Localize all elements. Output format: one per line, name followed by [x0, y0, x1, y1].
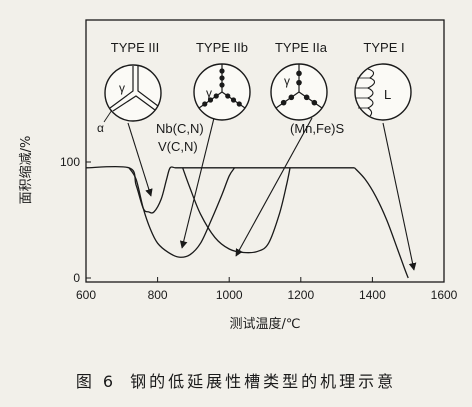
type-iia-label: TYPE IIa [275, 40, 328, 55]
precipitate-dot [236, 101, 242, 107]
precipitate-dot [219, 75, 225, 81]
nbcn-label: Nb(C,N) [156, 121, 204, 136]
precipitate-dot [303, 94, 310, 101]
arrow-type-iii [127, 122, 153, 197]
curve-type-iia [182, 167, 291, 254]
grain-circle-type-iia: γ [270, 63, 328, 121]
y-tick-label: 0 [73, 271, 80, 285]
precipitate-dot [202, 101, 208, 107]
x-axis-label: 测试温度/℃ [230, 316, 301, 332]
type-iib-label: TYPE IIb [196, 40, 248, 55]
y-axis-label: 面积缩减/% [18, 136, 34, 205]
alpha-label: α [97, 121, 104, 135]
curve-type-iib [128, 167, 236, 258]
arrow-type-iib [179, 117, 215, 249]
x-axis-ticks: 600 800 1000 1200 1400 1600 [76, 277, 458, 302]
vcn-label: V(C,N) [158, 139, 198, 154]
figure-caption: 图 6 钢的低延展性槽类型的机理示意 [0, 368, 472, 392]
x-tick-label: 800 [148, 288, 168, 302]
precipitate-dot [311, 99, 318, 106]
x-tick-label: 600 [76, 288, 96, 302]
arrows [127, 117, 417, 271]
precipitate-dot [207, 97, 214, 103]
y-tick-label: 100 [60, 155, 80, 169]
caption-label: 图 6 [75, 372, 117, 391]
plot-frame [85, 19, 445, 283]
precipitate-dot [280, 99, 287, 106]
precipitate-dot [296, 79, 302, 86]
x-tick-label: 1600 [431, 288, 458, 302]
curve-type-iii [85, 165, 355, 214]
curve-type-i [354, 167, 409, 279]
precipitate-dot [296, 70, 302, 77]
type-i-label: TYPE I [363, 40, 404, 55]
precipitate-dot [219, 82, 225, 88]
x-tick-label: 1000 [216, 288, 243, 302]
gamma-label-3: γ [284, 74, 290, 88]
grain-circle-type-iib: γ [193, 63, 251, 121]
precipitate-dot [219, 68, 225, 74]
precipitate-dot [225, 93, 231, 99]
precipitate-dot [213, 93, 219, 99]
curves [85, 165, 409, 279]
gamma-label-2: γ [206, 86, 212, 100]
precipitate-dot [288, 94, 295, 101]
grain-circle-type-i: L [354, 63, 412, 121]
x-tick-label: 1200 [287, 288, 314, 302]
x-tick-label: 1400 [359, 288, 386, 302]
precipitate-dot [230, 97, 237, 103]
liquid-label: L [384, 87, 391, 102]
mnfes-label: (Mn,Fe)S [290, 121, 345, 136]
gamma-label-1: γ [119, 81, 125, 95]
grain-circle-type-iii: γ α [97, 64, 162, 135]
arrow-type-i [382, 122, 417, 271]
caption-text: 钢的低延展性槽类型的机理示意 [130, 372, 397, 391]
arrow-type-iia [235, 117, 313, 257]
y-axis-ticks: 0 100 [60, 155, 91, 285]
type-iii-label: TYPE III [111, 40, 159, 55]
